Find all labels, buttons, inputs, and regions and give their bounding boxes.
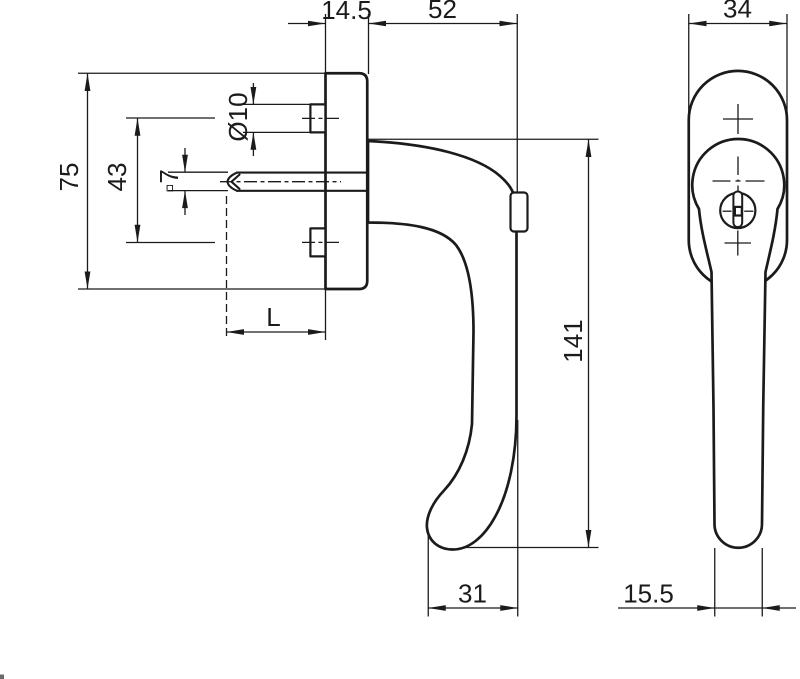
dimension-grip-width: 15.5 [618, 548, 796, 617]
dimension-label-spindle-length: L [266, 302, 280, 332]
dimension-plate-height: 75 [54, 72, 326, 290]
dimension-label-plate-depth: 14.5 [321, 0, 372, 25]
dimension-label-grip-width: 15.5 [623, 579, 674, 609]
center-crosshair [712, 156, 765, 193]
screw-position-cross-bottom [724, 230, 751, 256]
dimension-label-spindle-square: ▫7 [154, 169, 184, 193]
dimension-handle-height: 141 [367, 138, 599, 549]
clip-detail [509, 191, 529, 233]
scan-artifact [0, 674, 4, 679]
screw-position-cross-top [723, 104, 753, 134]
dimension-spindle-square: ▫7 [154, 148, 228, 215]
dimension-spindle-length: L [225, 196, 327, 340]
dimension-label-rosette-width: 34 [723, 0, 752, 24]
dimension-grip-offset: 31 [427, 420, 519, 617]
dimension-label-grip-offset: 31 [458, 579, 487, 609]
dimension-label-handle-height: 141 [558, 319, 588, 362]
dimension-rosette-width: 34 [688, 0, 788, 120]
dimension-label-reach: 52 [428, 0, 457, 24]
side-view [220, 71, 529, 551]
spindle [220, 171, 368, 192]
dimension-label-screw-diameter: Ø10 [223, 92, 253, 141]
dimension-screw-diameter: Ø10 [223, 83, 311, 156]
dimension-screw-spacing: 43 [102, 117, 215, 244]
dimension-label-plate-height: 75 [54, 163, 84, 192]
grip-outline [690, 137, 786, 550]
dimension-label-screw-spacing: 43 [102, 163, 132, 192]
handle-outline [366, 139, 518, 551]
key-slot-notch [733, 205, 743, 217]
backplate-outline [324, 71, 369, 291]
front-view [687, 69, 789, 550]
dimension-reach: 52 [368, 0, 518, 196]
dimension-plate-depth: 14.5 [288, 0, 372, 74]
